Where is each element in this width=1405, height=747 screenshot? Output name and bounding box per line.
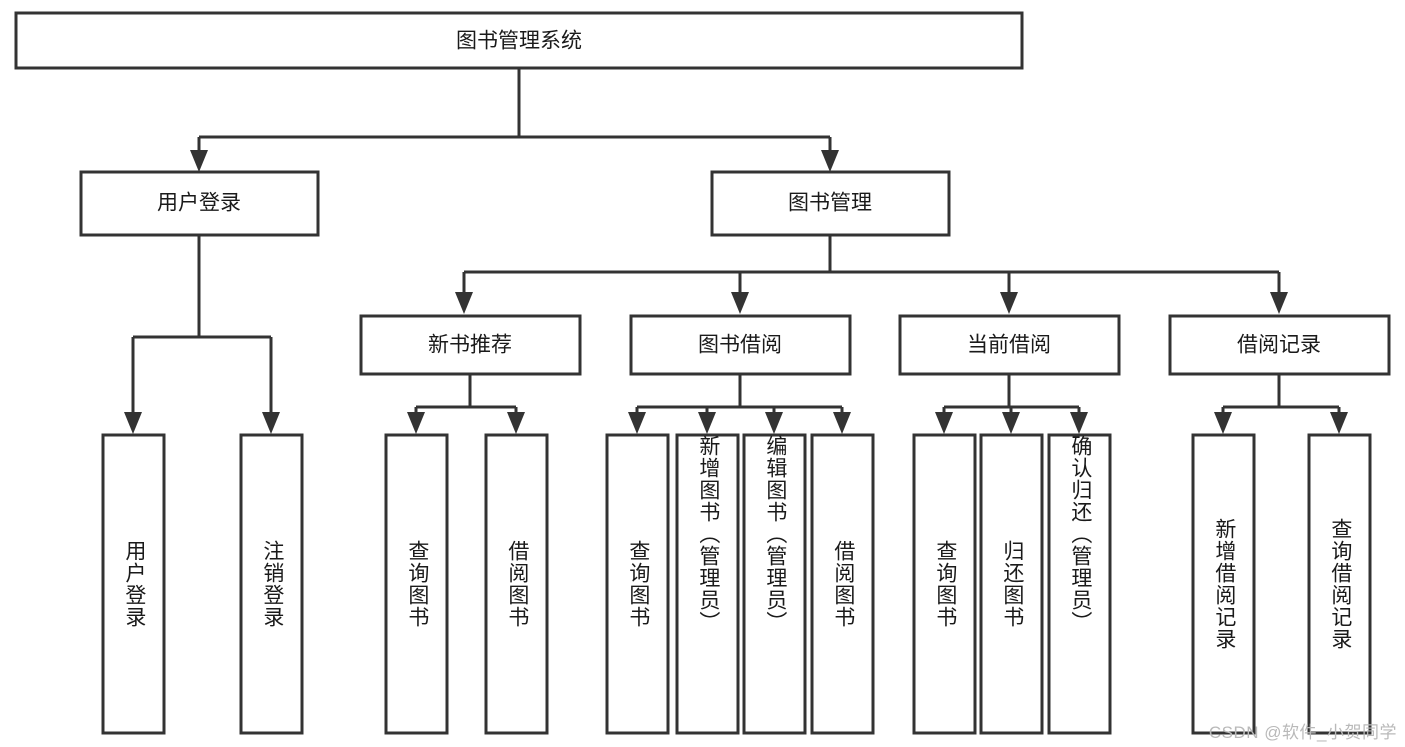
leaf-node-return-book[interactable] xyxy=(979,433,1044,735)
leaf-node-query-book-2[interactable] xyxy=(605,433,670,735)
arrow-to-leaf-borrow-book-1 xyxy=(507,412,525,434)
node-book-management-label: 图书管理 xyxy=(788,192,872,215)
connector-book-borrow-to-leaves xyxy=(635,374,844,412)
arrow-to-book-management xyxy=(821,150,839,172)
arrow-to-leaf-confirm-return xyxy=(1070,412,1088,434)
leaf-node-query-book-3[interactable] xyxy=(912,433,977,735)
arrow-to-leaf-add-borrow-record xyxy=(1214,412,1232,434)
leaf-node-query-book-1[interactable] xyxy=(384,433,449,735)
arrow-to-leaf-query-book-1 xyxy=(407,412,425,434)
node-root-label: 图书管理系统 xyxy=(456,30,582,53)
connector-book-management-to-level3 xyxy=(462,235,1281,292)
arrow-to-leaf-user-login xyxy=(124,412,142,434)
leaf-node-add-borrow-record[interactable] xyxy=(1191,433,1256,735)
node-new-book-recommend-label: 新书推荐 xyxy=(428,334,512,357)
node-current-borrow[interactable]: 当前借阅 xyxy=(898,314,1121,376)
arrow-to-leaf-edit-book xyxy=(765,412,783,434)
leaf-node-add-book[interactable] xyxy=(675,433,740,735)
arrow-to-borrow-record xyxy=(1270,292,1288,314)
arrow-to-user-login xyxy=(190,150,208,172)
arrow-to-leaf-query-borrow-record xyxy=(1330,412,1348,434)
arrow-to-leaf-query-book-2 xyxy=(628,412,646,434)
arrow-to-leaf-logout xyxy=(262,412,280,434)
connector-borrow-record-to-leaves xyxy=(1221,374,1341,412)
leaf-node-confirm-return[interactable] xyxy=(1047,433,1112,735)
arrow-to-leaf-return-book xyxy=(1002,412,1020,434)
node-user-login-label: 用户登录 xyxy=(157,192,241,215)
node-book-borrow[interactable]: 图书借阅 xyxy=(629,314,852,376)
leaf-node-borrow-book-1[interactable] xyxy=(484,433,549,735)
leaf-node-logout[interactable] xyxy=(239,433,304,735)
leaf-node-borrow-book-2[interactable] xyxy=(810,433,875,735)
node-borrow-record-label: 借阅记录 xyxy=(1237,334,1321,357)
node-new-book-recommend[interactable]: 新书推荐 xyxy=(359,314,582,376)
node-current-borrow-label: 当前借阅 xyxy=(967,334,1051,357)
leaf-node-query-borrow-record[interactable] xyxy=(1307,433,1372,735)
arrow-to-current-borrow xyxy=(1000,292,1018,314)
arrow-to-leaf-query-book-3 xyxy=(935,412,953,434)
node-root-system[interactable]: 图书管理系统 xyxy=(14,11,1024,70)
arrow-to-leaf-add-book xyxy=(698,412,716,434)
connector-root-to-level2 xyxy=(197,68,832,150)
node-user-login[interactable]: 用户登录 xyxy=(79,170,320,237)
node-book-borrow-label: 图书借阅 xyxy=(698,334,782,357)
arrow-to-new-book-recommend xyxy=(455,292,473,314)
connector-current-borrow-to-leaves xyxy=(942,374,1081,412)
arrow-to-book-borrow xyxy=(731,292,749,314)
node-borrow-record[interactable]: 借阅记录 xyxy=(1168,314,1391,376)
node-book-management[interactable]: 图书管理 xyxy=(710,170,951,237)
connector-user-login-to-leaves xyxy=(131,235,273,412)
arrow-to-leaf-borrow-book-2 xyxy=(833,412,851,434)
connector-new-book-recommend-to-leaves xyxy=(414,374,518,412)
watermark-text: CSDN @软件_小贺同学 xyxy=(1208,723,1397,742)
leaf-node-user-login[interactable] xyxy=(101,433,166,735)
leaf-node-edit-book[interactable] xyxy=(742,433,807,735)
